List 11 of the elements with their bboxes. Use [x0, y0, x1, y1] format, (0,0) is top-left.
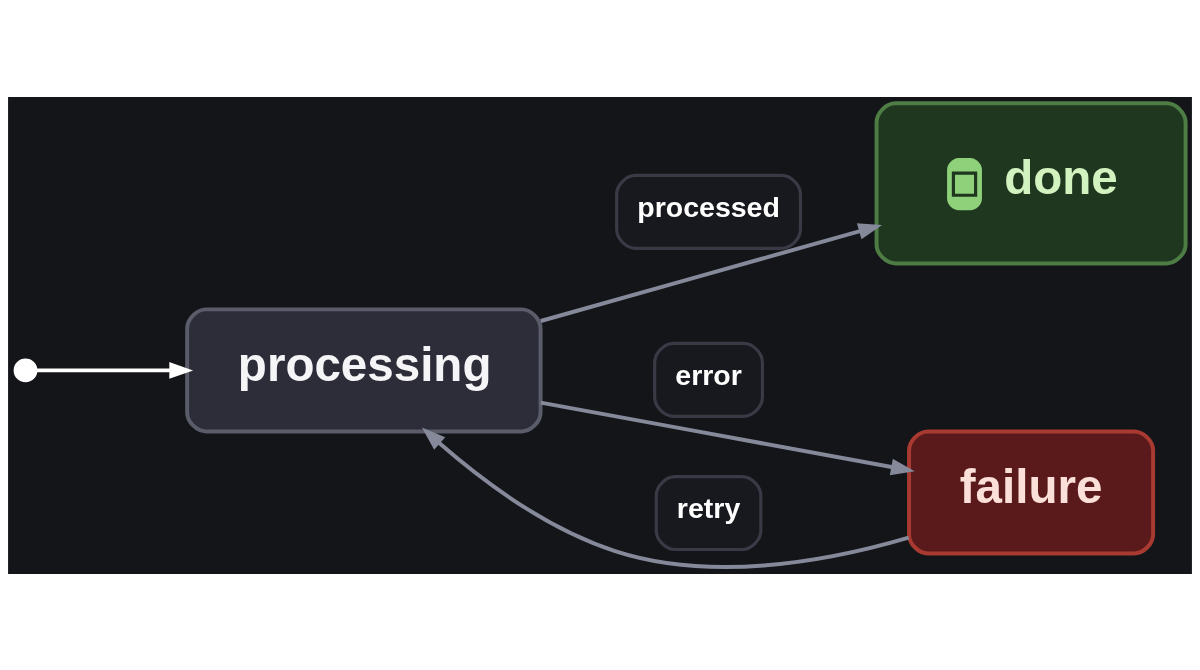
node-box: done [874, 100, 1188, 265]
node-box: failure [907, 428, 1156, 555]
node-box: processing [185, 306, 543, 433]
arrow [421, 427, 910, 569]
arrow [36, 361, 194, 379]
arrow [540, 222, 883, 323]
arrow [540, 400, 915, 475]
edge-label: processed [637, 190, 780, 223]
edge-label: error [675, 358, 742, 391]
edge-label: retry [676, 491, 741, 524]
node-circle [13, 358, 38, 382]
